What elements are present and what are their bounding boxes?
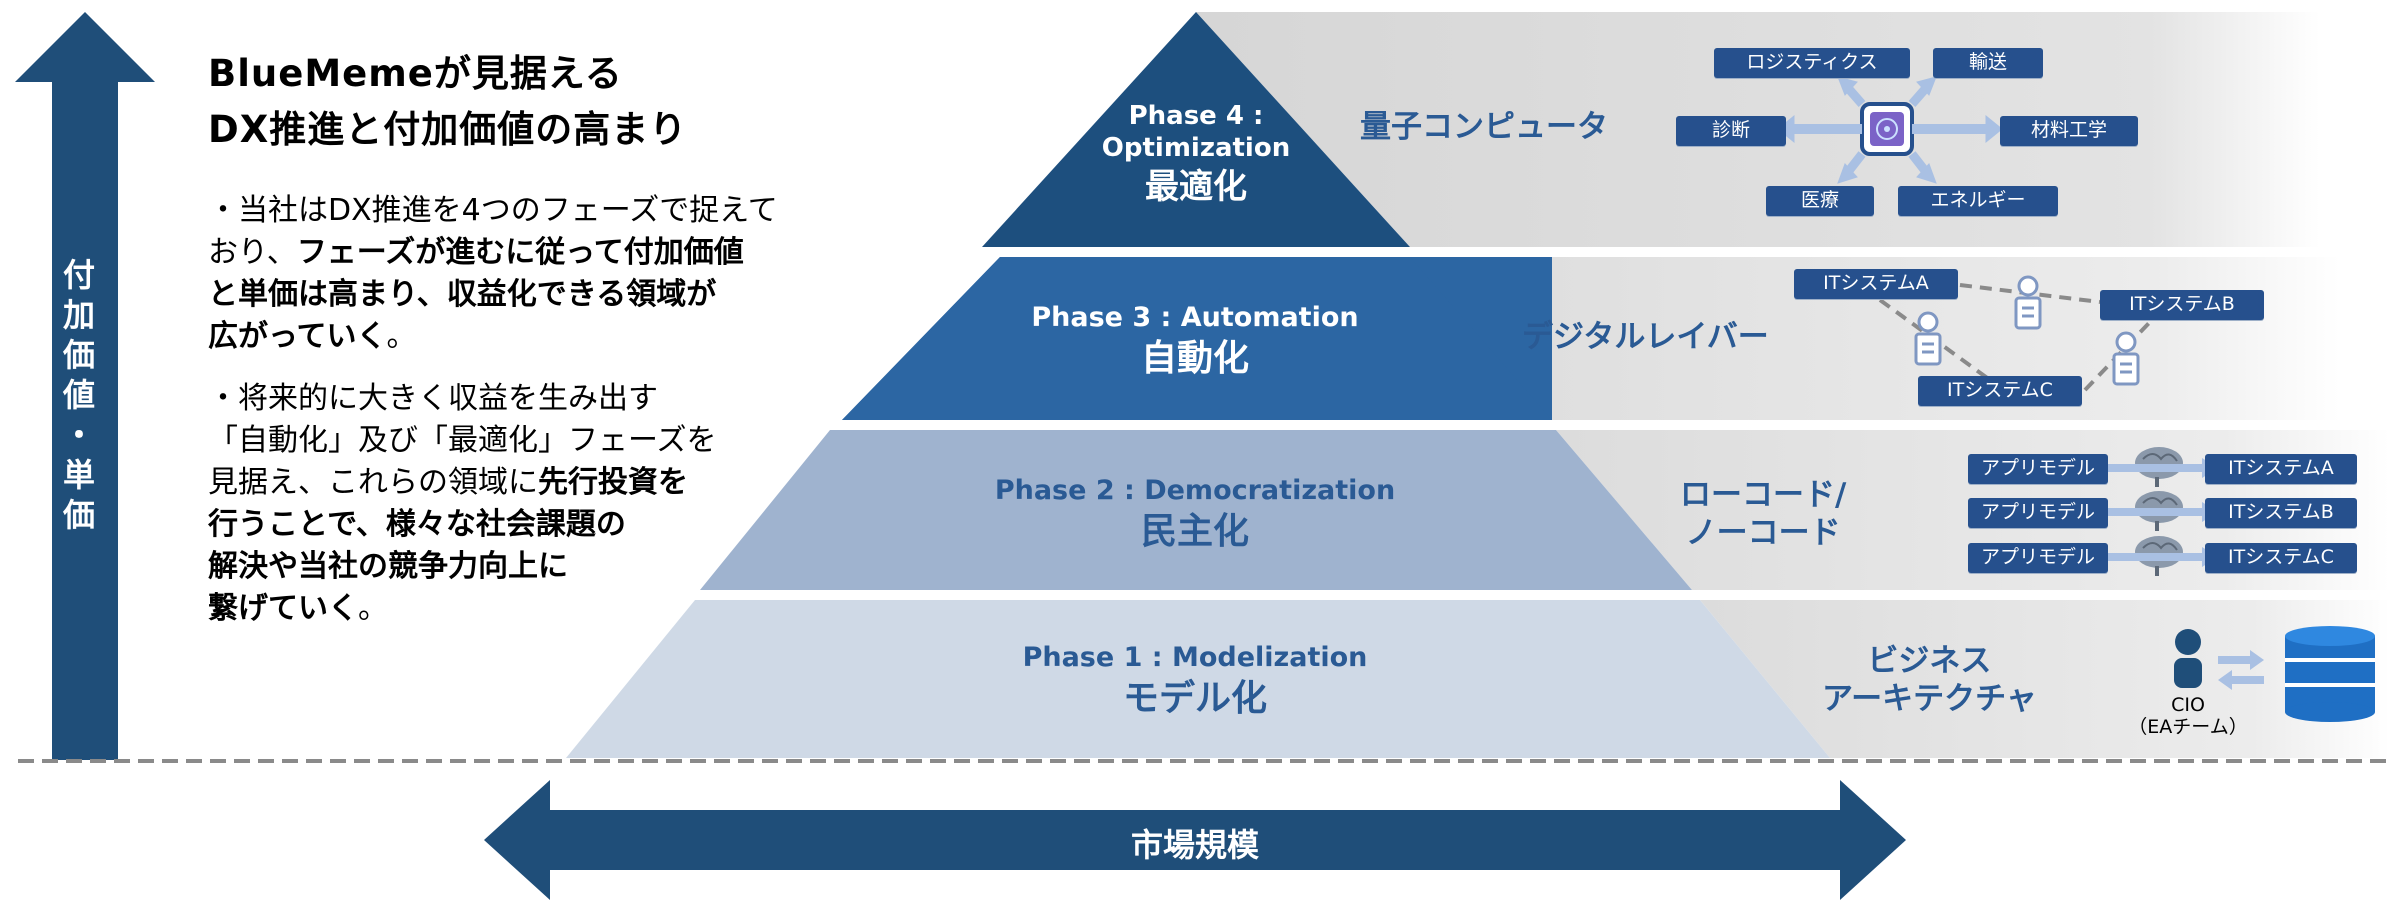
phase1-label: Phase 1 : Modelization モデル化 — [1022, 642, 1368, 719]
cio-caption: CIO （EAチーム） — [2128, 694, 2248, 738]
database-icon — [2285, 626, 2375, 722]
chip-app-model: アプリモデル — [1968, 543, 2108, 573]
hub-arrows — [1777, 76, 2003, 184]
phase2-layer — [700, 430, 1692, 590]
diagram-title: BlueMemeが見据える DX推進と付加価値の高まり — [208, 46, 687, 158]
person-icon — [2174, 629, 2202, 688]
y-axis-arrow — [15, 12, 155, 760]
phase4-layer — [982, 12, 1410, 247]
phase3-layer-fix — [842, 257, 1552, 420]
robot-icon — [2014, 275, 2042, 330]
chip-diagnosis: 診断 — [1676, 116, 1786, 146]
phase2-label: Phase 2 : Democratization 民主化 — [994, 475, 1396, 552]
phase3-label: Phase 3 : Automation 自動化 — [1031, 302, 1359, 379]
phase2-technology: ローコード/ ノーコード — [1680, 477, 1847, 551]
chip-materials: 材料工学 — [2000, 116, 2138, 146]
phase3-technology: デジタルレイバー — [1522, 319, 1769, 355]
phase4-technology: 量子コンピュータ — [1360, 109, 1608, 145]
x-axis-label: 市場規模 — [1130, 826, 1259, 864]
chip-it-system-b: ITシステムB — [2100, 290, 2264, 320]
quantum-chip-icon — [1860, 102, 1914, 156]
chip-energy: エネルギー — [1898, 186, 2058, 216]
phase1-layer — [566, 600, 1830, 758]
chip-logistics: ロジスティクス — [1714, 48, 1910, 78]
chip-app-model: アプリモデル — [1968, 498, 2108, 528]
chip-it-system-c: ITシステムC — [2205, 543, 2357, 573]
chip-it-system-c: ITシステムC — [1918, 376, 2082, 406]
robot-icon — [2112, 331, 2140, 386]
description-paragraph-2: ・将来的に大きく収益を生み出す 「自動化」及び「最適化」フェーズを 見据え、これ… — [208, 381, 717, 626]
chip-it-system-a: ITシステムA — [2205, 454, 2357, 484]
description-paragraph-1: ・当社はDX推進を4つのフェーズで捉えて おり、フェーズが進むに従って付加価値 … — [208, 193, 778, 354]
phase4-label: Phase 4 : Optimization 最適化 — [1101, 101, 1291, 207]
x-axis-double-arrow — [484, 780, 1906, 900]
chip-app-model: アプリモデル — [1968, 454, 2108, 484]
phase1-band — [1700, 600, 2390, 758]
y-axis-label: 付 加 価 値 ・ 単 価 — [62, 256, 95, 534]
phase1-technology: ビジネス アーキテクチャ — [1822, 643, 2037, 717]
exchange-arrows-icon — [2218, 650, 2264, 690]
chip-it-system-a: ITシステムA — [1794, 269, 1958, 299]
robot-icon — [1914, 311, 1942, 366]
title-line-1: BlueMemeが見据える — [208, 52, 623, 95]
chip-transport: 輸送 — [1933, 48, 2043, 78]
chip-medical: 医療 — [1766, 186, 1874, 216]
chip-it-system-b: ITシステムB — [2205, 498, 2357, 528]
title-line-2: DX推進と付加価値の高まり — [208, 108, 688, 151]
